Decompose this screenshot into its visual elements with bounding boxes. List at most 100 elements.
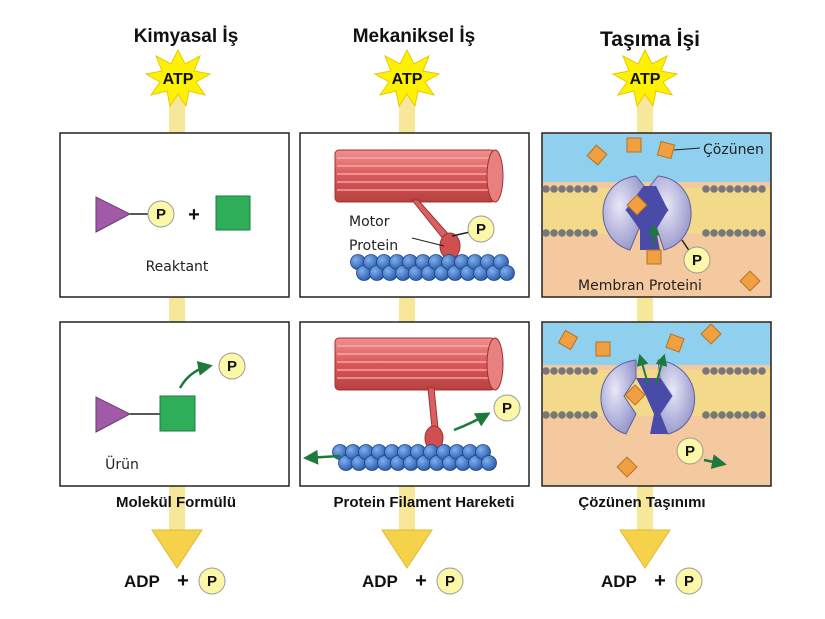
atp-burst-chemical: ATP bbox=[144, 48, 212, 108]
solute-icon bbox=[595, 341, 611, 357]
product-label: Ürün bbox=[105, 455, 139, 473]
svg-text:P: P bbox=[156, 206, 166, 223]
phosphate-icon: P bbox=[676, 437, 704, 465]
solute-icon bbox=[624, 384, 646, 406]
release-arrow-icon bbox=[178, 361, 213, 389]
phosphate-icon: P bbox=[683, 246, 711, 274]
result-transport: ADP + P bbox=[601, 567, 703, 595]
lipid-head bbox=[550, 367, 558, 375]
svg-text:P: P bbox=[445, 573, 455, 590]
atp-burst-icon bbox=[611, 48, 679, 108]
solute-icon bbox=[626, 194, 648, 216]
lipid-head bbox=[710, 185, 718, 193]
solute-icon bbox=[700, 323, 722, 345]
lipid-head bbox=[702, 229, 710, 237]
lipid-head bbox=[574, 185, 582, 193]
panel-product: P Ürün bbox=[59, 321, 290, 487]
lipid-head bbox=[718, 367, 726, 375]
myosin-filament-icon bbox=[334, 337, 504, 391]
lipid-head bbox=[742, 229, 750, 237]
atp-label: ATP bbox=[392, 71, 423, 88]
lipid-head bbox=[590, 185, 598, 193]
panel-motor-protein: P Motor Protein bbox=[299, 132, 530, 298]
result-chemical: ADP + P bbox=[124, 567, 226, 595]
caption-solute-transport: Çözünen Taşınımı bbox=[578, 494, 705, 511]
lipid-head bbox=[742, 185, 750, 193]
lipid-head bbox=[590, 367, 598, 375]
panel-membrane-protein: P Çözünen Membran Proteini bbox=[541, 132, 772, 298]
phosphate-icon: P bbox=[198, 567, 226, 595]
actin-bead bbox=[481, 455, 497, 471]
svg-text:P: P bbox=[227, 358, 237, 375]
lipid-head bbox=[758, 411, 766, 419]
lipid-head bbox=[702, 367, 710, 375]
phosphate-icon: P bbox=[675, 567, 703, 595]
solute-label: Çözünen bbox=[703, 142, 764, 158]
lipid-head bbox=[734, 229, 742, 237]
phosphate-icon: P bbox=[147, 200, 175, 228]
lipid-head bbox=[702, 185, 710, 193]
lipid-head bbox=[742, 411, 750, 419]
lipid-head bbox=[550, 229, 558, 237]
solute-icon bbox=[616, 456, 638, 478]
plus-sign: + bbox=[415, 570, 427, 592]
lipid-head bbox=[758, 185, 766, 193]
lipid-head bbox=[726, 367, 734, 375]
adp-label: ADP bbox=[124, 572, 160, 591]
phosphate-icon: P bbox=[467, 215, 495, 243]
solute-icon bbox=[656, 140, 676, 160]
svg-text:P: P bbox=[692, 252, 702, 269]
svg-text:P: P bbox=[476, 221, 486, 238]
atp-burst-icon bbox=[373, 48, 441, 108]
lipid-head bbox=[758, 229, 766, 237]
lipid-head bbox=[558, 229, 566, 237]
solute-icon bbox=[626, 137, 642, 153]
lipid-head bbox=[582, 367, 590, 375]
plus-sign: + bbox=[654, 570, 666, 592]
lipid-head bbox=[542, 367, 550, 375]
panel-reactant: P + Reaktant bbox=[59, 132, 290, 298]
lipid-head bbox=[734, 367, 742, 375]
solute-icon bbox=[646, 249, 662, 265]
lipid-head bbox=[718, 229, 726, 237]
lipid-head bbox=[542, 411, 550, 419]
reactant-label: Reaktant bbox=[146, 259, 209, 275]
motor-label-line1: Motor bbox=[349, 214, 390, 230]
lipid-head bbox=[590, 411, 598, 419]
release-arrow-icon bbox=[703, 454, 727, 470]
title-transport-work: Taşıma İşi bbox=[600, 28, 700, 51]
lipid-head bbox=[734, 411, 742, 419]
phosphate-icon: P bbox=[436, 567, 464, 595]
panel-solute-transport: P bbox=[541, 321, 772, 487]
lipid-head bbox=[702, 411, 710, 419]
lipid-head bbox=[550, 411, 558, 419]
phosphate-icon: P bbox=[493, 394, 521, 422]
svg-text:P: P bbox=[684, 573, 694, 590]
lipid-head bbox=[718, 411, 726, 419]
lipid-head bbox=[750, 229, 758, 237]
lipid-head bbox=[574, 411, 582, 419]
lipid-head bbox=[582, 229, 590, 237]
lipid-head bbox=[566, 367, 574, 375]
reactant-square-icon bbox=[215, 195, 251, 231]
lipid-head bbox=[726, 185, 734, 193]
lipid-head bbox=[566, 411, 574, 419]
outward-arrow-icon bbox=[655, 353, 668, 385]
lipid-head bbox=[566, 185, 574, 193]
lipid-head bbox=[558, 185, 566, 193]
lipid-head bbox=[574, 229, 582, 237]
lipid-head bbox=[542, 185, 550, 193]
atp-burst-transport: ATP bbox=[611, 48, 679, 108]
lipid-heads bbox=[542, 185, 766, 237]
lipid-head bbox=[542, 229, 550, 237]
lipid-head bbox=[550, 185, 558, 193]
caption-filament-movement: Protein Filament Hareketi bbox=[334, 494, 515, 511]
panel-filament-movement: P bbox=[299, 321, 530, 487]
caption-molecule-formula: Molekül Formülü bbox=[116, 494, 236, 511]
svg-text:P: P bbox=[207, 573, 217, 590]
lipid-head bbox=[758, 367, 766, 375]
movement-arrow-icon bbox=[303, 449, 341, 465]
atp-burst-mechanical: ATP bbox=[373, 48, 441, 108]
outward-arrow-icon bbox=[636, 353, 649, 385]
